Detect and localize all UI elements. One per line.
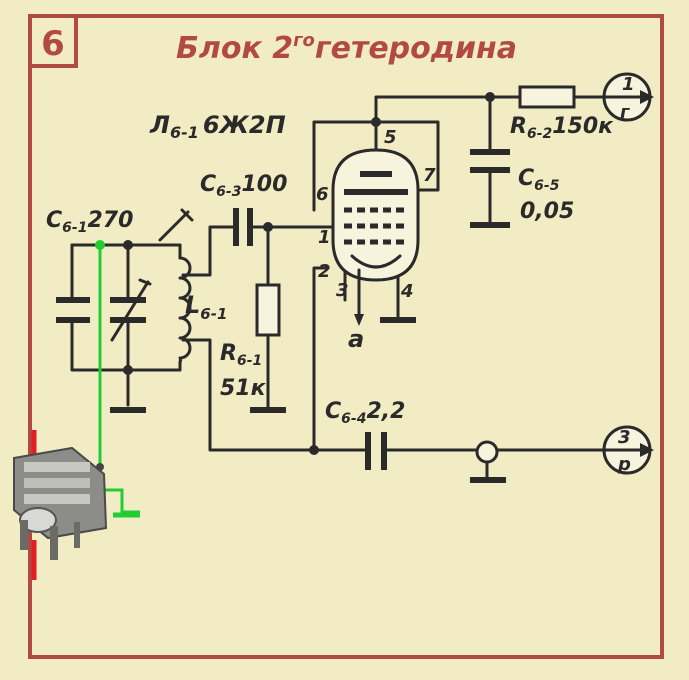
capacitor-c6-5: [470, 149, 510, 173]
circuit-wires: [70, 95, 624, 480]
label-c6-4: C6-42,2: [325, 399, 405, 427]
label-r6-1-value: 51к: [220, 376, 267, 401]
pin-3: 3: [336, 280, 349, 301]
pin-1: 1: [318, 227, 331, 248]
inductor-l6-1: [158, 208, 194, 364]
diagram-frame: [28, 14, 664, 659]
pin-5: 5: [384, 127, 397, 148]
resistor-r6-1: [255, 283, 281, 337]
label-c6-5-value: 0,05: [520, 199, 574, 224]
label-r6-1: R6-1: [220, 341, 262, 369]
capacitor-c6-3: [233, 208, 253, 246]
heater-arrow: [354, 268, 364, 326]
connector-out-3: 3 р: [602, 425, 654, 475]
pin-6: 6: [316, 184, 329, 205]
connector-1-number: 1: [622, 74, 635, 95]
variable-capacitor-photo: [13, 446, 108, 560]
label-r6-2: R6-2150к: [510, 114, 614, 142]
capacitor-c6-1: [56, 297, 90, 323]
vacuum-tube: [331, 148, 420, 282]
label-c6-1: C6-1270: [46, 208, 133, 236]
pin-7: 7: [423, 165, 436, 186]
green-annotation-wire: [95, 240, 140, 518]
jack-symbol: [475, 440, 499, 464]
junction-dots: [123, 92, 495, 455]
block-number-box: [28, 14, 78, 68]
variable-capacitor: [110, 278, 152, 342]
heater-label: a: [348, 325, 364, 353]
connector-3-number: 3: [618, 427, 631, 448]
ground-symbols: [110, 222, 510, 483]
connector-1-letter: г: [620, 102, 630, 123]
pin-4: 4: [400, 281, 414, 302]
block-title: Блок 2гогетеродина: [176, 30, 517, 66]
label-c6-5: C6-5: [518, 166, 560, 194]
resistor-r6-2: [518, 85, 576, 109]
pin-2: 2: [318, 261, 331, 282]
capacitor-c6-4: [365, 432, 387, 470]
connector-3-letter: р: [617, 454, 631, 475]
connector-out-1: 1 г: [602, 72, 654, 123]
label-l6-1: L6-1: [185, 291, 227, 323]
block-number: 6: [41, 24, 65, 64]
label-c6-3: C6-3100: [200, 172, 287, 200]
